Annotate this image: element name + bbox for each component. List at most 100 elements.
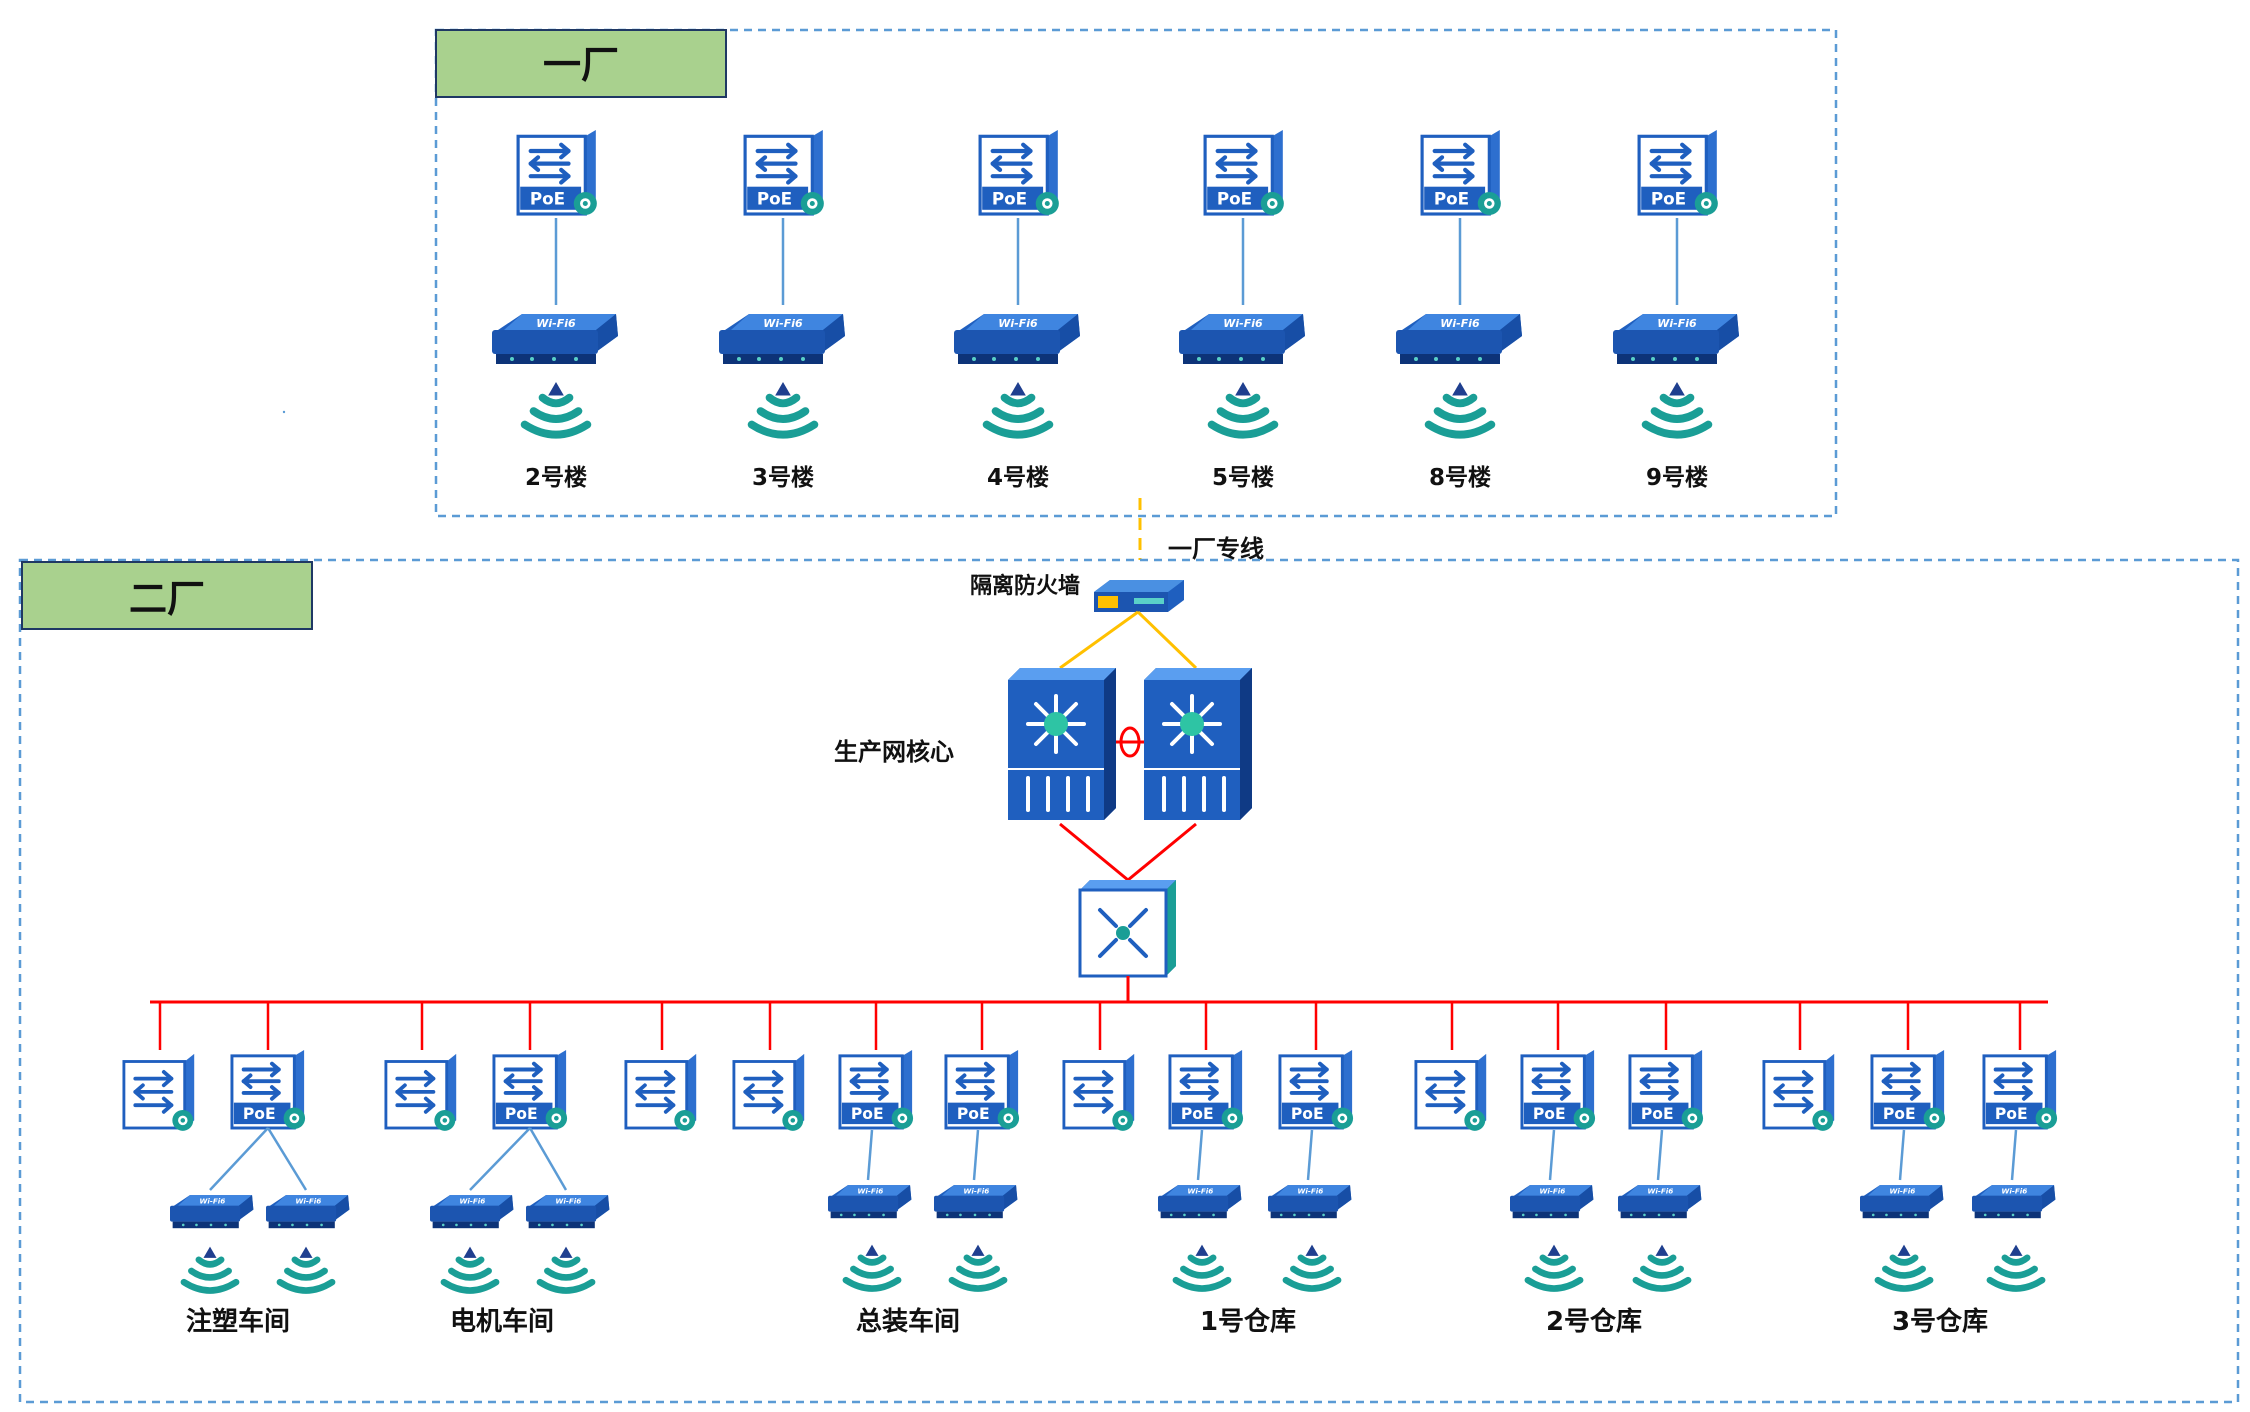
poe-switch-icon bbox=[492, 1048, 570, 1131]
wifi6-ap-icon bbox=[266, 1195, 350, 1229]
wifi-signal-icon bbox=[1646, 382, 1709, 435]
wifi-signal-icon bbox=[1636, 1245, 1688, 1289]
wifi6-ap-icon bbox=[1396, 314, 1522, 364]
wifi-signal-icon bbox=[525, 382, 588, 435]
wifi-signal-icon bbox=[987, 382, 1050, 435]
poe-switch-icon bbox=[229, 1048, 308, 1131]
ap-uplink-line bbox=[209, 1127, 269, 1191]
wifi-signal-icon bbox=[1990, 1245, 2042, 1289]
wifi6-ap-icon bbox=[1618, 1185, 1702, 1219]
poe-switch-icon bbox=[1639, 130, 1718, 215]
poe-switch-icon bbox=[745, 130, 824, 215]
workshop-label: 1号仓库 bbox=[1200, 1306, 1296, 1337]
wifi-signal-icon bbox=[1286, 1245, 1338, 1289]
factory2-frame bbox=[18, 558, 2240, 1404]
access-switch-icon bbox=[624, 1052, 699, 1133]
wifi6-ap-icon bbox=[1860, 1185, 1944, 1219]
building-label: 4号楼 bbox=[987, 465, 1049, 491]
aggregation-switch-icon bbox=[1078, 878, 1178, 978]
core-agg-links bbox=[1059, 822, 1197, 882]
ap-uplink-line bbox=[972, 1129, 980, 1181]
wifi-signal-icon bbox=[1176, 1245, 1228, 1289]
wifi-signal-icon bbox=[1212, 382, 1275, 435]
ap-uplink-line bbox=[1306, 1129, 1314, 1181]
access-switch-icon bbox=[122, 1052, 197, 1133]
wifi-signal-icon bbox=[540, 1247, 592, 1291]
access-group bbox=[828, 1002, 1022, 1289]
building-unit: 3号楼 bbox=[719, 130, 845, 491]
wifi6-ap-icon bbox=[934, 1185, 1018, 1219]
building-unit: 9号楼 bbox=[1613, 130, 1739, 491]
ap-uplink-line bbox=[2010, 1129, 2018, 1181]
access-switch-icon bbox=[1414, 1052, 1489, 1133]
workshop-label: 3号仓库 bbox=[1892, 1306, 1988, 1337]
wifi-signal-icon bbox=[1429, 382, 1492, 435]
access-group bbox=[122, 1002, 350, 1291]
poe-switch-icon bbox=[944, 1048, 1022, 1131]
poe-switch-icon bbox=[1277, 1048, 1356, 1131]
ap-uplink-line bbox=[1898, 1129, 1906, 1181]
poe-switch-icon bbox=[1981, 1048, 2060, 1131]
wifi-signal-icon bbox=[184, 1247, 236, 1291]
wifi6-ap-icon bbox=[954, 314, 1080, 364]
wifi-signal-icon bbox=[952, 1245, 1004, 1289]
wifi-signal-icon bbox=[444, 1247, 496, 1291]
access-group bbox=[383, 1002, 610, 1291]
core-switch-right-icon bbox=[1142, 666, 1254, 822]
poe-switch-icon bbox=[518, 130, 597, 215]
access-group bbox=[1062, 1002, 1356, 1289]
access-switch-icon bbox=[383, 1052, 459, 1133]
poe-switch-icon bbox=[1519, 1048, 1598, 1131]
wifi6-ap-icon bbox=[526, 1195, 610, 1229]
poe-switch-icon bbox=[1205, 130, 1284, 215]
wifi6-ap-icon bbox=[1613, 314, 1739, 364]
firewall-label: 隔离防火墙 bbox=[970, 573, 1080, 599]
poe-switch-icon bbox=[1869, 1048, 1948, 1131]
firewall-core-links bbox=[1059, 610, 1198, 670]
firewall-icon bbox=[1094, 580, 1184, 612]
ap-uplink-line bbox=[1196, 1129, 1204, 1181]
poe-switch-icon bbox=[1422, 130, 1501, 215]
building-unit: 4号楼 bbox=[954, 130, 1080, 491]
workshop-label: 总装车间 bbox=[856, 1306, 960, 1337]
wifi6-ap-icon bbox=[492, 314, 618, 364]
factory1-frame bbox=[434, 28, 1838, 518]
building-unit: 8号楼 bbox=[1396, 130, 1522, 491]
poe-switch-icon bbox=[1167, 1048, 1246, 1131]
access-switch-icon bbox=[1062, 1052, 1137, 1133]
poe-switch-icon bbox=[980, 130, 1059, 215]
wifi6-ap-icon bbox=[1268, 1185, 1352, 1219]
factory1-buildings: 2号楼 3号楼 4号楼 5号楼 8号楼 9号楼 bbox=[492, 130, 1739, 491]
factory1-title: 一厂 bbox=[543, 43, 619, 87]
wifi6-ap-icon bbox=[430, 1195, 514, 1229]
stray-dot bbox=[282, 410, 286, 414]
wifi6-ap-icon bbox=[1158, 1185, 1242, 1219]
building-label: 8号楼 bbox=[1429, 465, 1491, 491]
poe-switch-icon bbox=[1627, 1048, 1706, 1131]
ap-uplink-line bbox=[266, 1127, 308, 1191]
building-unit: 5号楼 bbox=[1179, 130, 1305, 491]
ap-uplink-line bbox=[528, 1127, 568, 1191]
wifi-signal-icon bbox=[280, 1247, 332, 1291]
building-label: 5号楼 bbox=[1212, 465, 1274, 491]
wifi6-ap-icon bbox=[1510, 1185, 1594, 1219]
wifi6-ap-icon bbox=[719, 314, 845, 364]
wifi-signal-icon bbox=[1528, 1245, 1580, 1289]
workshop-label: 电机车间 bbox=[450, 1306, 554, 1337]
access-switch-icon bbox=[732, 1052, 807, 1133]
building-label: 2号楼 bbox=[525, 465, 587, 491]
building-unit: 2号楼 bbox=[492, 130, 618, 491]
access-group bbox=[1414, 1002, 1706, 1289]
workshop-label: 注塑车间 bbox=[186, 1306, 290, 1337]
core-label: 生产网核心 bbox=[834, 738, 954, 766]
wifi-signal-icon bbox=[752, 382, 815, 435]
wifi6-ap-icon bbox=[828, 1185, 912, 1219]
access-group bbox=[624, 1002, 807, 1133]
factory2-title: 二厂 bbox=[129, 577, 205, 621]
building-label: 3号楼 bbox=[752, 465, 814, 491]
core-switch-left-icon bbox=[1006, 666, 1118, 822]
wifi-signal-icon bbox=[1878, 1245, 1930, 1289]
access-group bbox=[1762, 1002, 2060, 1289]
